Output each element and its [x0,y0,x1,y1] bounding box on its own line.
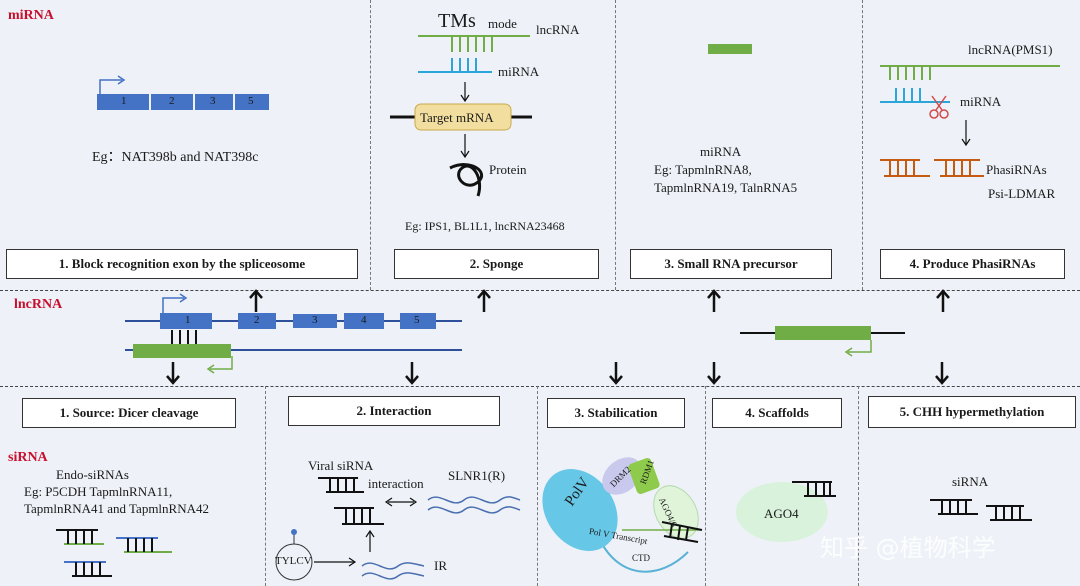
tylcv-virus [275,543,313,581]
exon-block [344,313,384,329]
tylcv-label: TYLCV [275,555,312,567]
divider [858,386,859,586]
exon-label: 5 [248,95,254,107]
interaction-label: interaction [368,476,424,491]
mechanism-box-small-rna-precursor: 3. Small RNA precursor [630,249,832,279]
divider [615,0,616,290]
ago4-scaffold-diagram [736,481,836,542]
exon-block [160,313,212,329]
exon-label: 1 [185,314,191,326]
exon-block [195,94,233,110]
example-text: Eg: TapmlnRNA8, [654,162,752,177]
mechanism-box-produce-phasirnas: 4. Produce PhasiRNAs [880,249,1065,279]
mechanism-box-block-recognition: 1. Block recognition exon by the spliceo… [6,249,358,279]
ctd-label: CTD [632,553,650,563]
divider [370,0,371,290]
ir-label: IR [434,558,447,573]
example-text: Eg: IPS1, BL1L1, lncRNA23468 [405,219,565,233]
mirna-label: miRNA [498,64,540,79]
polv-complex-diagram [542,457,703,573]
mechanism-box-dicer-cleavage: 1. Source: Dicer cleavage [22,398,236,428]
phasirna-diagram [880,65,1060,177]
mirna-label: miRNA [960,94,1002,109]
endo-sirnas-label: Endo-siRNAs [56,467,129,482]
mirna-label: miRNA [700,144,742,159]
psi-ldmar-label: Psi-LDMAR [988,186,1056,201]
protein-label: Protein [489,162,527,177]
section-divider [0,290,1080,291]
divider [862,0,863,290]
mirna-precursor-bar [708,44,752,54]
exon-label: 2 [254,314,260,326]
endo-sirna-duplexes [56,529,172,577]
lncrna-gene-diagram [125,289,950,385]
exon-block [400,313,436,329]
chh-sirna-duplexes [930,499,1032,521]
ago4-label: AGO4 [764,506,799,521]
exon-label: 1 [121,95,127,107]
sponge-diagram [390,35,532,197]
divider [265,386,266,586]
arrow-up-icon [249,289,950,312]
slnr1-label: SLNR1(R) [448,468,506,483]
exon-label: 4 [361,314,367,326]
lncrna-pms1-label: lncRNA(PMS1) [968,42,1053,57]
exon-label: 3 [210,95,216,107]
exon-label: 3 [312,314,318,326]
exon-gene-diagram [97,75,269,110]
exon-block [97,94,149,110]
exon-block [235,94,269,110]
example-text: Eg: P5CDH TapmlnRNA11, [24,484,173,499]
example-text: TapmlnRNA19, TalnRNA5 [654,180,798,195]
exon-block [293,314,337,328]
section-label-mirna: miRNA [8,8,54,23]
arrow-down-icon [166,362,949,385]
exon-label: 5 [414,314,420,326]
mechanism-box-sponge: 2. Sponge [394,249,599,279]
phasirnas-label: PhasiRNAs [986,162,1047,177]
example-text: Eg：NAT398b and NAT398c [92,150,259,165]
lncrna-label: lncRNA [536,22,580,37]
mechanism-box-stabilication: 3. Stabilication [547,398,685,428]
tms-label: TMs [438,10,476,32]
section-label-lncrna: lncRNA [14,297,63,312]
exon-label: 2 [169,95,175,107]
section-divider [0,386,1080,387]
interaction-diagram [275,477,521,581]
mechanism-box-interaction: 2. Interaction [288,396,500,426]
sirna-label: siRNA [952,474,989,489]
example-text: TapmlnRNA41 and TapmlnRNA42 [24,501,209,516]
viral-sirna-label: Viral siRNA [308,458,374,473]
scissors-icon [929,95,949,119]
divider [705,386,706,586]
target-mrna-label: Target mRNA [420,110,494,125]
mechanism-box-scaffolds: 4. Scaffolds [712,398,842,428]
exon-block [238,313,276,329]
section-label-sirna: siRNA [8,450,48,465]
mechanism-box-chh-hypermethylation: 5. CHH hypermethylation [868,396,1076,428]
mode-label: mode [488,16,517,31]
exon-block [151,94,193,110]
divider [537,386,538,586]
watermark: 知乎 @植物科学 [820,534,996,562]
